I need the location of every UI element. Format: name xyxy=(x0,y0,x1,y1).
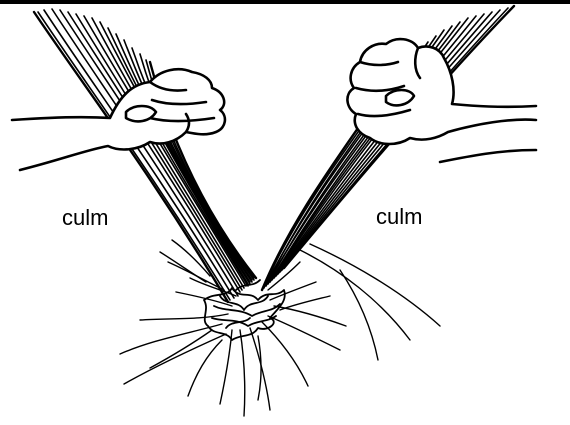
left-culm-label: culm xyxy=(62,207,108,229)
right-culm-label: culm xyxy=(376,206,422,228)
